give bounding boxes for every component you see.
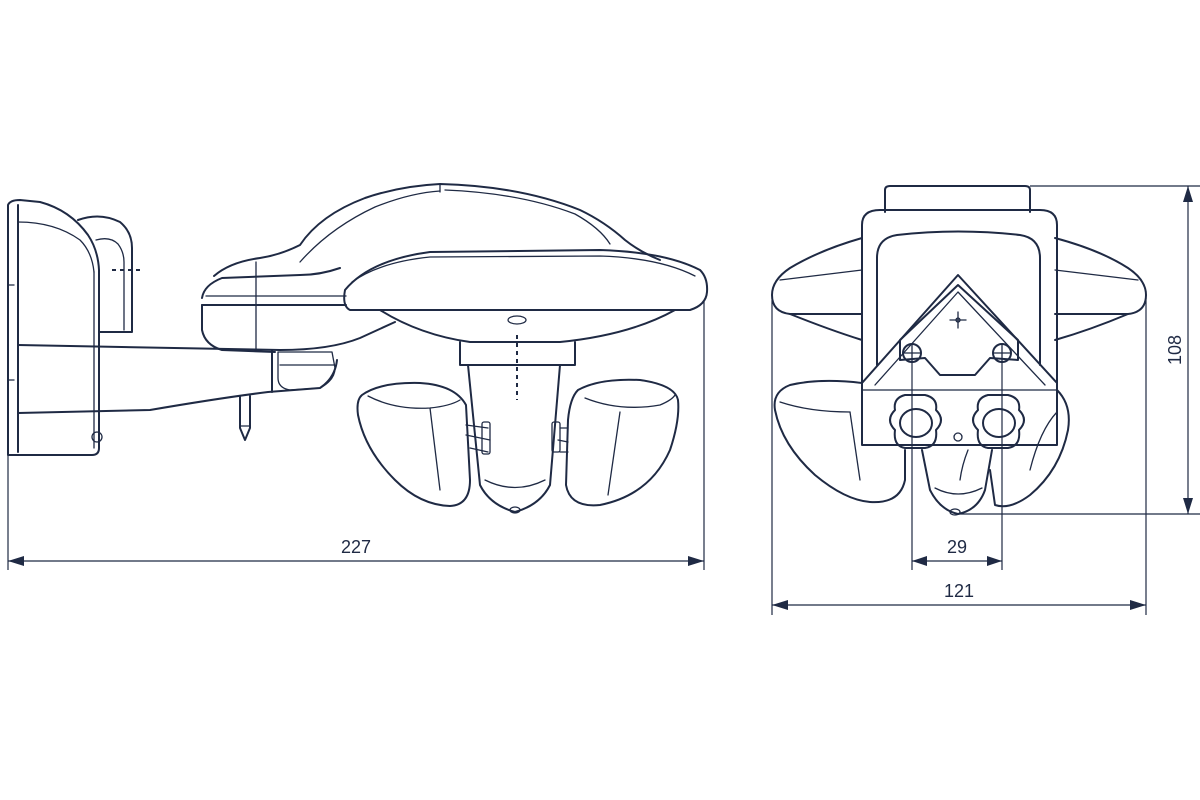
top-cap [884,185,1031,213]
housing-body [201,183,661,353]
left-spotlight [356,381,491,507]
front-right-spotlight [989,389,1070,508]
side-view: 227 [7,183,709,570]
sensor-pin [239,395,251,441]
dimension-gland-spacing: 29 [911,362,1003,570]
lamp-hood [459,335,576,514]
front-hood [921,449,993,516]
dimension-label-108: 108 [1165,335,1185,365]
mounting-collar [77,215,140,333]
front-view: 29 121 108 [771,185,1200,615]
dome-wings [771,237,1147,341]
wall-mount-plate [7,199,103,456]
dimension-front-width: 121 [771,300,1147,615]
dimension-overall-length: 227 [7,300,705,570]
dimension-label-227: 227 [341,537,371,557]
front-left-spotlight [773,379,906,504]
right-spotlight [551,378,680,507]
dimension-label-29: 29 [947,537,967,557]
lamp-dome [343,249,709,343]
dimension-height: 108 [958,185,1200,515]
support-arm [17,321,396,414]
cable-glands [889,394,1025,449]
front-housing [861,209,1058,446]
dimension-label-121: 121 [944,581,974,601]
